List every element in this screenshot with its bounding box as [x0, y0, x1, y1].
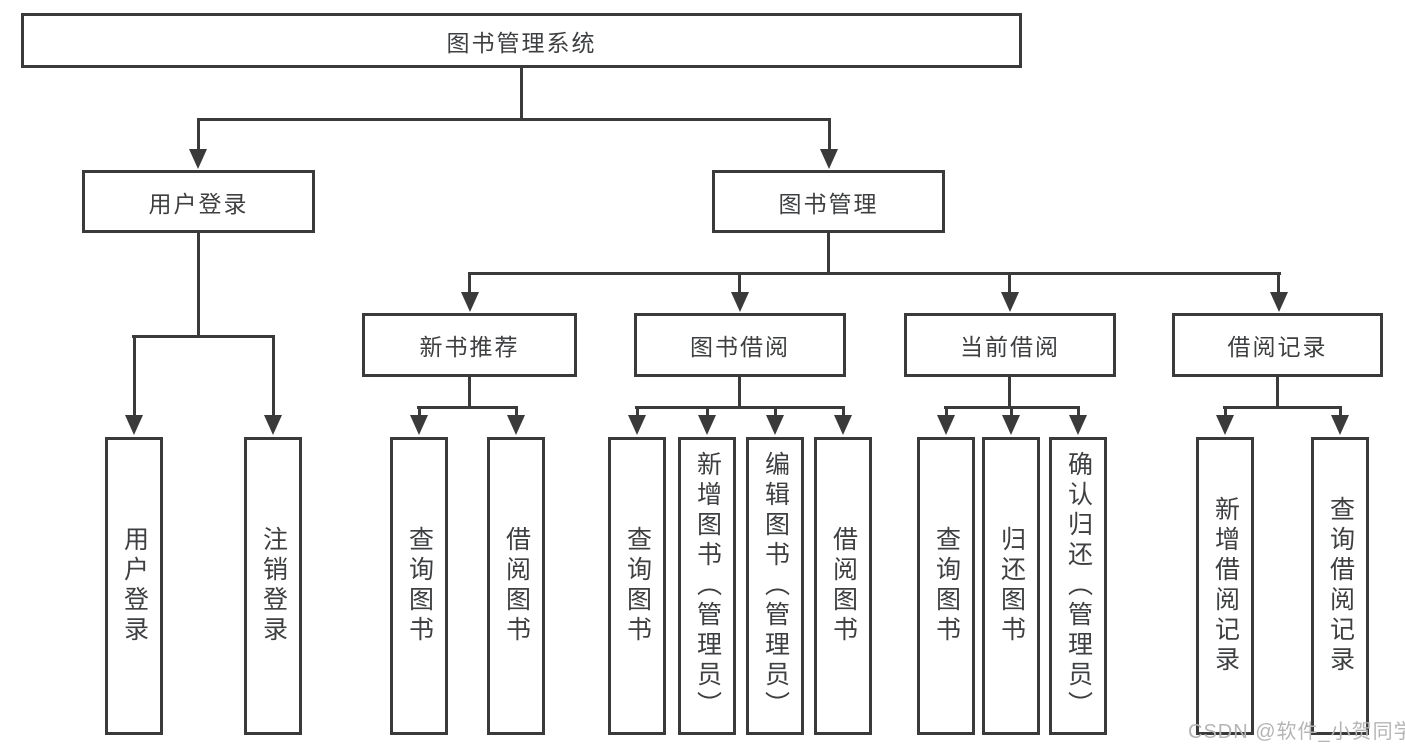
node-leaf-cb-return-book: 归还图书 — [982, 437, 1040, 735]
connector-book-management-drop — [828, 118, 831, 151]
connector-leaf-drop — [1339, 406, 1342, 417]
leaf-label: 查询借阅记录 — [1326, 496, 1355, 676]
node-root-label: 图书管理系统 — [446, 29, 597, 56]
node-leaf-bb-query-book: 查询图书 — [608, 437, 666, 735]
connector-leaf-drop — [1010, 406, 1013, 417]
node-borrow-records-label: 借阅记录 — [1227, 334, 1328, 360]
connector-leaf-drop — [774, 406, 777, 417]
connector-borrow-records-stem — [1276, 375, 1279, 409]
leaf-label: 借阅图书 — [502, 526, 531, 646]
connector-leaf-drop — [515, 406, 518, 417]
connector-current-borrow-stem — [1008, 375, 1011, 409]
node-borrow-records: 借阅记录 — [1172, 313, 1383, 377]
node-user-login: 用户登录 — [82, 170, 315, 233]
leaf-label: 注销登录 — [259, 526, 288, 646]
leaf-label: 新增图书（管理员） — [693, 451, 722, 721]
arrow-down-icon — [1001, 292, 1019, 312]
arrow-down-icon — [125, 415, 143, 435]
arrow-down-icon — [834, 415, 852, 435]
connector-level3-drop — [738, 272, 741, 294]
connector-new-book-stem — [468, 375, 471, 409]
node-current-borrow: 当前借阅 — [904, 313, 1116, 377]
csdn-watermark: CSDN @软件_小贺同学 — [1188, 721, 1405, 743]
connector-leaf-drop — [706, 406, 709, 417]
leaf-label: 查询图书 — [405, 526, 434, 646]
arrow-down-icon — [937, 415, 955, 435]
connector-level2-branch — [197, 118, 831, 121]
node-leaf-cb-confirm-return-admin: 确认归还（管理员） — [1049, 437, 1107, 735]
node-leaf-bb-edit-book-admin: 编辑图书（管理员） — [746, 437, 804, 735]
node-current-borrow-label: 当前借阅 — [960, 334, 1060, 360]
node-leaf-cb-query-book: 查询图书 — [917, 437, 975, 735]
node-root: 图书管理系统 — [21, 13, 1022, 68]
connector-new-book-branch — [417, 406, 518, 409]
connector-leaf-drop — [636, 406, 639, 417]
connector-level3-drop — [468, 272, 471, 294]
leaf-label: 确认归还（管理员） — [1064, 451, 1093, 721]
connector-user-login-branch — [132, 335, 275, 338]
connector-level3-drop — [1008, 272, 1011, 294]
connector-user-login-stem — [197, 231, 200, 337]
node-book-management: 图书管理 — [712, 170, 945, 233]
connector-level3-drop — [1277, 272, 1280, 294]
arrow-down-icon — [1216, 415, 1234, 435]
node-leaf-br-query-record: 查询借阅记录 — [1311, 437, 1369, 735]
node-leaf-nbr-query-book: 查询图书 — [390, 437, 448, 735]
node-leaf-logout: 注销登录 — [244, 437, 302, 735]
leaf-label: 编辑图书（管理员） — [761, 451, 790, 721]
leaf-label: 查询图书 — [623, 526, 652, 646]
connector-leaf-drop — [133, 335, 136, 417]
connector-book-borrow-branch — [635, 406, 844, 409]
node-leaf-bb-borrow-book: 借阅图书 — [814, 437, 872, 735]
connector-leaf-drop — [272, 335, 275, 417]
arrow-down-icon — [1331, 415, 1349, 435]
arrow-down-icon — [264, 415, 282, 435]
node-book-management-label: 图书管理 — [778, 190, 879, 217]
connector-book-management-stem — [827, 231, 830, 274]
leaf-label: 归还图书 — [997, 526, 1026, 646]
connector-leaf-drop — [1224, 406, 1227, 417]
arrow-down-icon — [507, 415, 525, 435]
node-leaf-bb-add-book-admin: 新增图书（管理员） — [678, 437, 736, 735]
arrow-down-icon — [1069, 415, 1087, 435]
leaf-label: 新增借阅记录 — [1211, 496, 1240, 676]
leaf-label: 借阅图书 — [829, 526, 858, 646]
connector-leaf-drop — [1077, 406, 1080, 417]
connector-leaf-drop — [945, 406, 948, 417]
arrow-down-icon — [698, 415, 716, 435]
node-book-borrow-label: 图书借阅 — [690, 334, 790, 360]
arrow-down-icon — [410, 415, 428, 435]
connector-borrow-records-branch — [1223, 406, 1342, 409]
arrow-down-icon — [189, 149, 207, 169]
node-new-book-recommend-label: 新书推荐 — [419, 334, 520, 360]
arrow-down-icon — [461, 292, 479, 312]
node-leaf-nbr-borrow-book: 借阅图书 — [487, 437, 545, 735]
connector-book-borrow-stem — [738, 375, 741, 409]
connector-user-login-drop — [197, 118, 200, 151]
connector-level3-branch — [468, 272, 1281, 275]
connector-leaf-drop — [418, 406, 421, 417]
arrow-down-icon — [820, 149, 838, 169]
node-leaf-br-add-record: 新增借阅记录 — [1196, 437, 1254, 735]
node-user-login-label: 用户登录 — [148, 190, 249, 217]
arrow-down-icon — [1002, 415, 1020, 435]
connector-root-stem — [520, 66, 523, 120]
arrow-down-icon — [766, 415, 784, 435]
connector-leaf-drop — [842, 406, 845, 417]
node-book-borrow: 图书借阅 — [634, 313, 846, 377]
leaf-label: 查询图书 — [932, 526, 961, 646]
arrow-down-icon — [628, 415, 646, 435]
node-leaf-user-login: 用户登录 — [105, 437, 163, 735]
leaf-label: 用户登录 — [120, 526, 149, 646]
node-new-book-recommend: 新书推荐 — [362, 313, 577, 377]
arrow-down-icon — [731, 292, 749, 312]
arrow-down-icon — [1270, 292, 1288, 312]
